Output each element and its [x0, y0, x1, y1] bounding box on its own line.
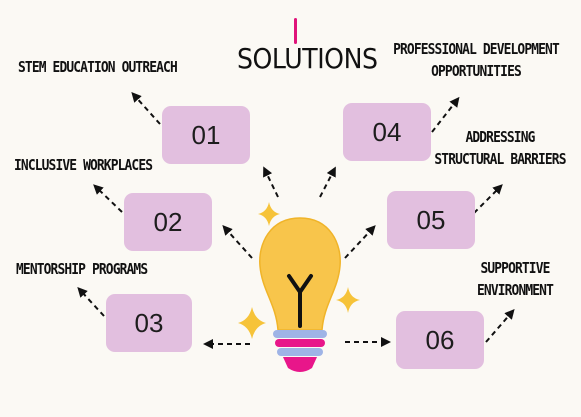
solution-label-06-line1: SUPPORTIVE	[480, 259, 550, 277]
page-title: SOLUTIONS	[237, 42, 378, 75]
solution-label-04: PROFESSIONAL DEVELOPMENT OPPORTUNITIES	[373, 38, 579, 82]
lightbulb-icon	[259, 217, 341, 372]
sparkle-icon	[258, 202, 280, 226]
solution-box-05: 05	[387, 191, 475, 249]
solution-label-06-line2: ENVIRONMENT	[477, 281, 554, 299]
title-accent-mark	[294, 18, 297, 44]
arrow-06-label	[485, 308, 515, 343]
solution-box-01: 01	[162, 106, 250, 164]
sparkle-icon	[336, 287, 360, 313]
arrow-bulb-04	[319, 166, 336, 198]
solution-label-04-line2: OPPORTUNITIES	[431, 62, 522, 80]
arrow-02-label	[93, 184, 123, 213]
arrow-bulb-01	[263, 166, 279, 198]
solution-label-03: MENTORSHIP PROGRAMS	[16, 260, 148, 278]
solution-box-06: 06	[396, 311, 484, 369]
sparkle-icon	[238, 307, 266, 339]
solution-label-04-line1: PROFESSIONAL DEVELOPMENT	[393, 40, 560, 58]
solution-label-05-line1: ADDRESSING	[465, 128, 535, 146]
arrow-05-label	[473, 184, 503, 214]
solution-label-02: INCLUSIVE WORKPLACES	[14, 156, 153, 174]
arrow-01-label	[131, 92, 161, 125]
solution-label-06: SUPPORTIVE ENVIRONMENT	[459, 257, 571, 301]
solution-label-05-line2: STRUCTURAL BARRIERS	[434, 150, 566, 168]
arrow-03-label	[77, 287, 105, 317]
arrow-bulb-02	[222, 225, 253, 259]
arrow-bulb-05	[344, 225, 376, 259]
solution-box-04: 04	[343, 103, 431, 161]
solution-label-01: STEM EDUCATION OUTREACH	[18, 58, 178, 76]
solution-label-05: ADDRESSING STRUCTURAL BARRIERS	[423, 126, 578, 170]
arrow-04-label	[431, 96, 460, 133]
solution-box-03: 03	[106, 294, 192, 352]
solution-box-02: 02	[124, 193, 212, 251]
